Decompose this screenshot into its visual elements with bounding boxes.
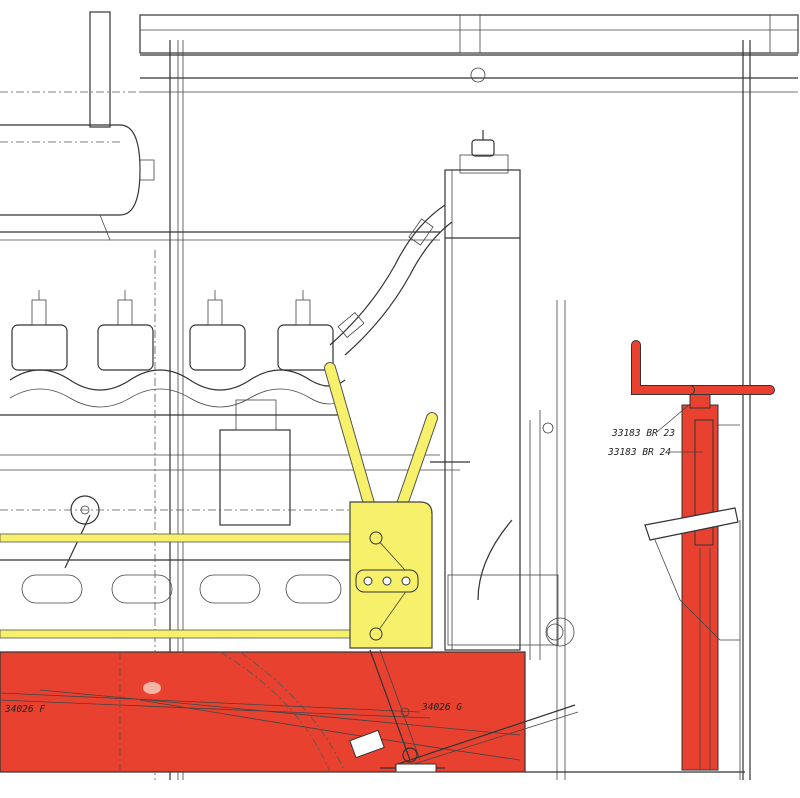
overhead-girder	[0, 14, 799, 93]
cylinder-head	[11, 290, 68, 371]
cylinder-head	[277, 290, 334, 371]
label-frame-right: 34026 G	[421, 702, 462, 713]
exhaust-silencer	[0, 11, 440, 241]
label-column-bottom: 33183 BR 24	[607, 447, 671, 458]
right-rod-assembly	[529, 410, 554, 660]
yellow-lever-assembly	[0, 362, 438, 649]
stanchions	[169, 40, 751, 780]
label-column-top: 33183 BR 23	[611, 428, 675, 439]
intake-pipe	[329, 204, 453, 356]
control-column	[631, 340, 775, 780]
vertical-tank	[444, 130, 575, 651]
red-base-frame	[0, 651, 745, 773]
cylinder-head	[189, 290, 246, 371]
foot-pedal-linkage	[349, 649, 579, 773]
label-frame-left: 34026 F	[4, 704, 45, 715]
hand-wheel-arc	[477, 519, 513, 601]
cylinder-head	[97, 290, 154, 371]
